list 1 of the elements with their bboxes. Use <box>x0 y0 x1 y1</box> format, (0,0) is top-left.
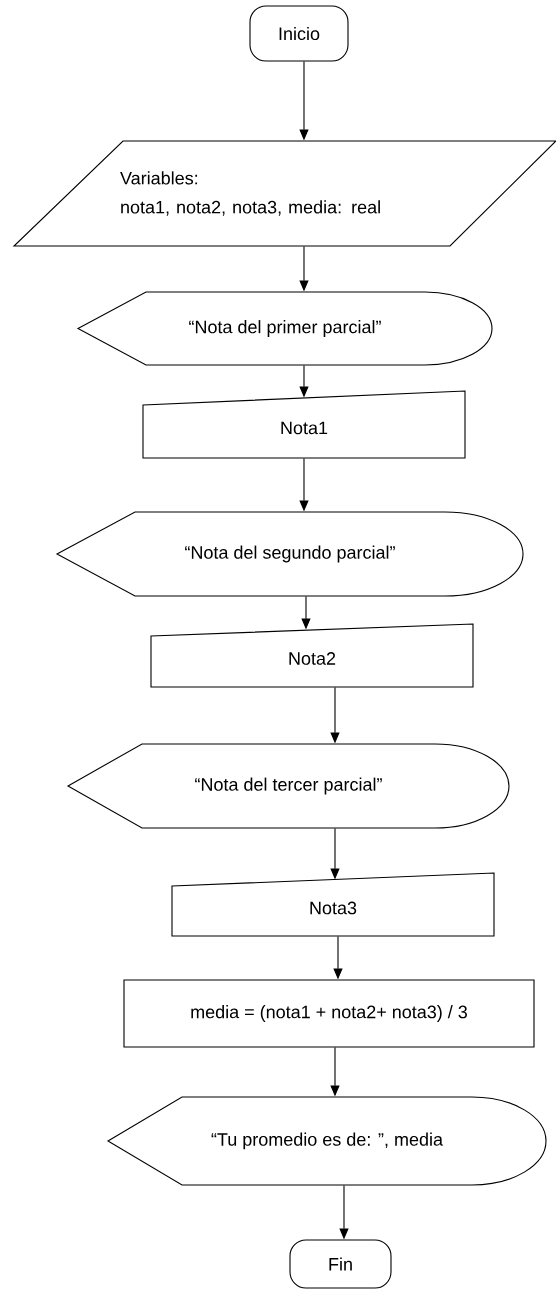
process-box: media = (nota1 + nota2+ nota3) / 3 <box>123 979 535 1048</box>
